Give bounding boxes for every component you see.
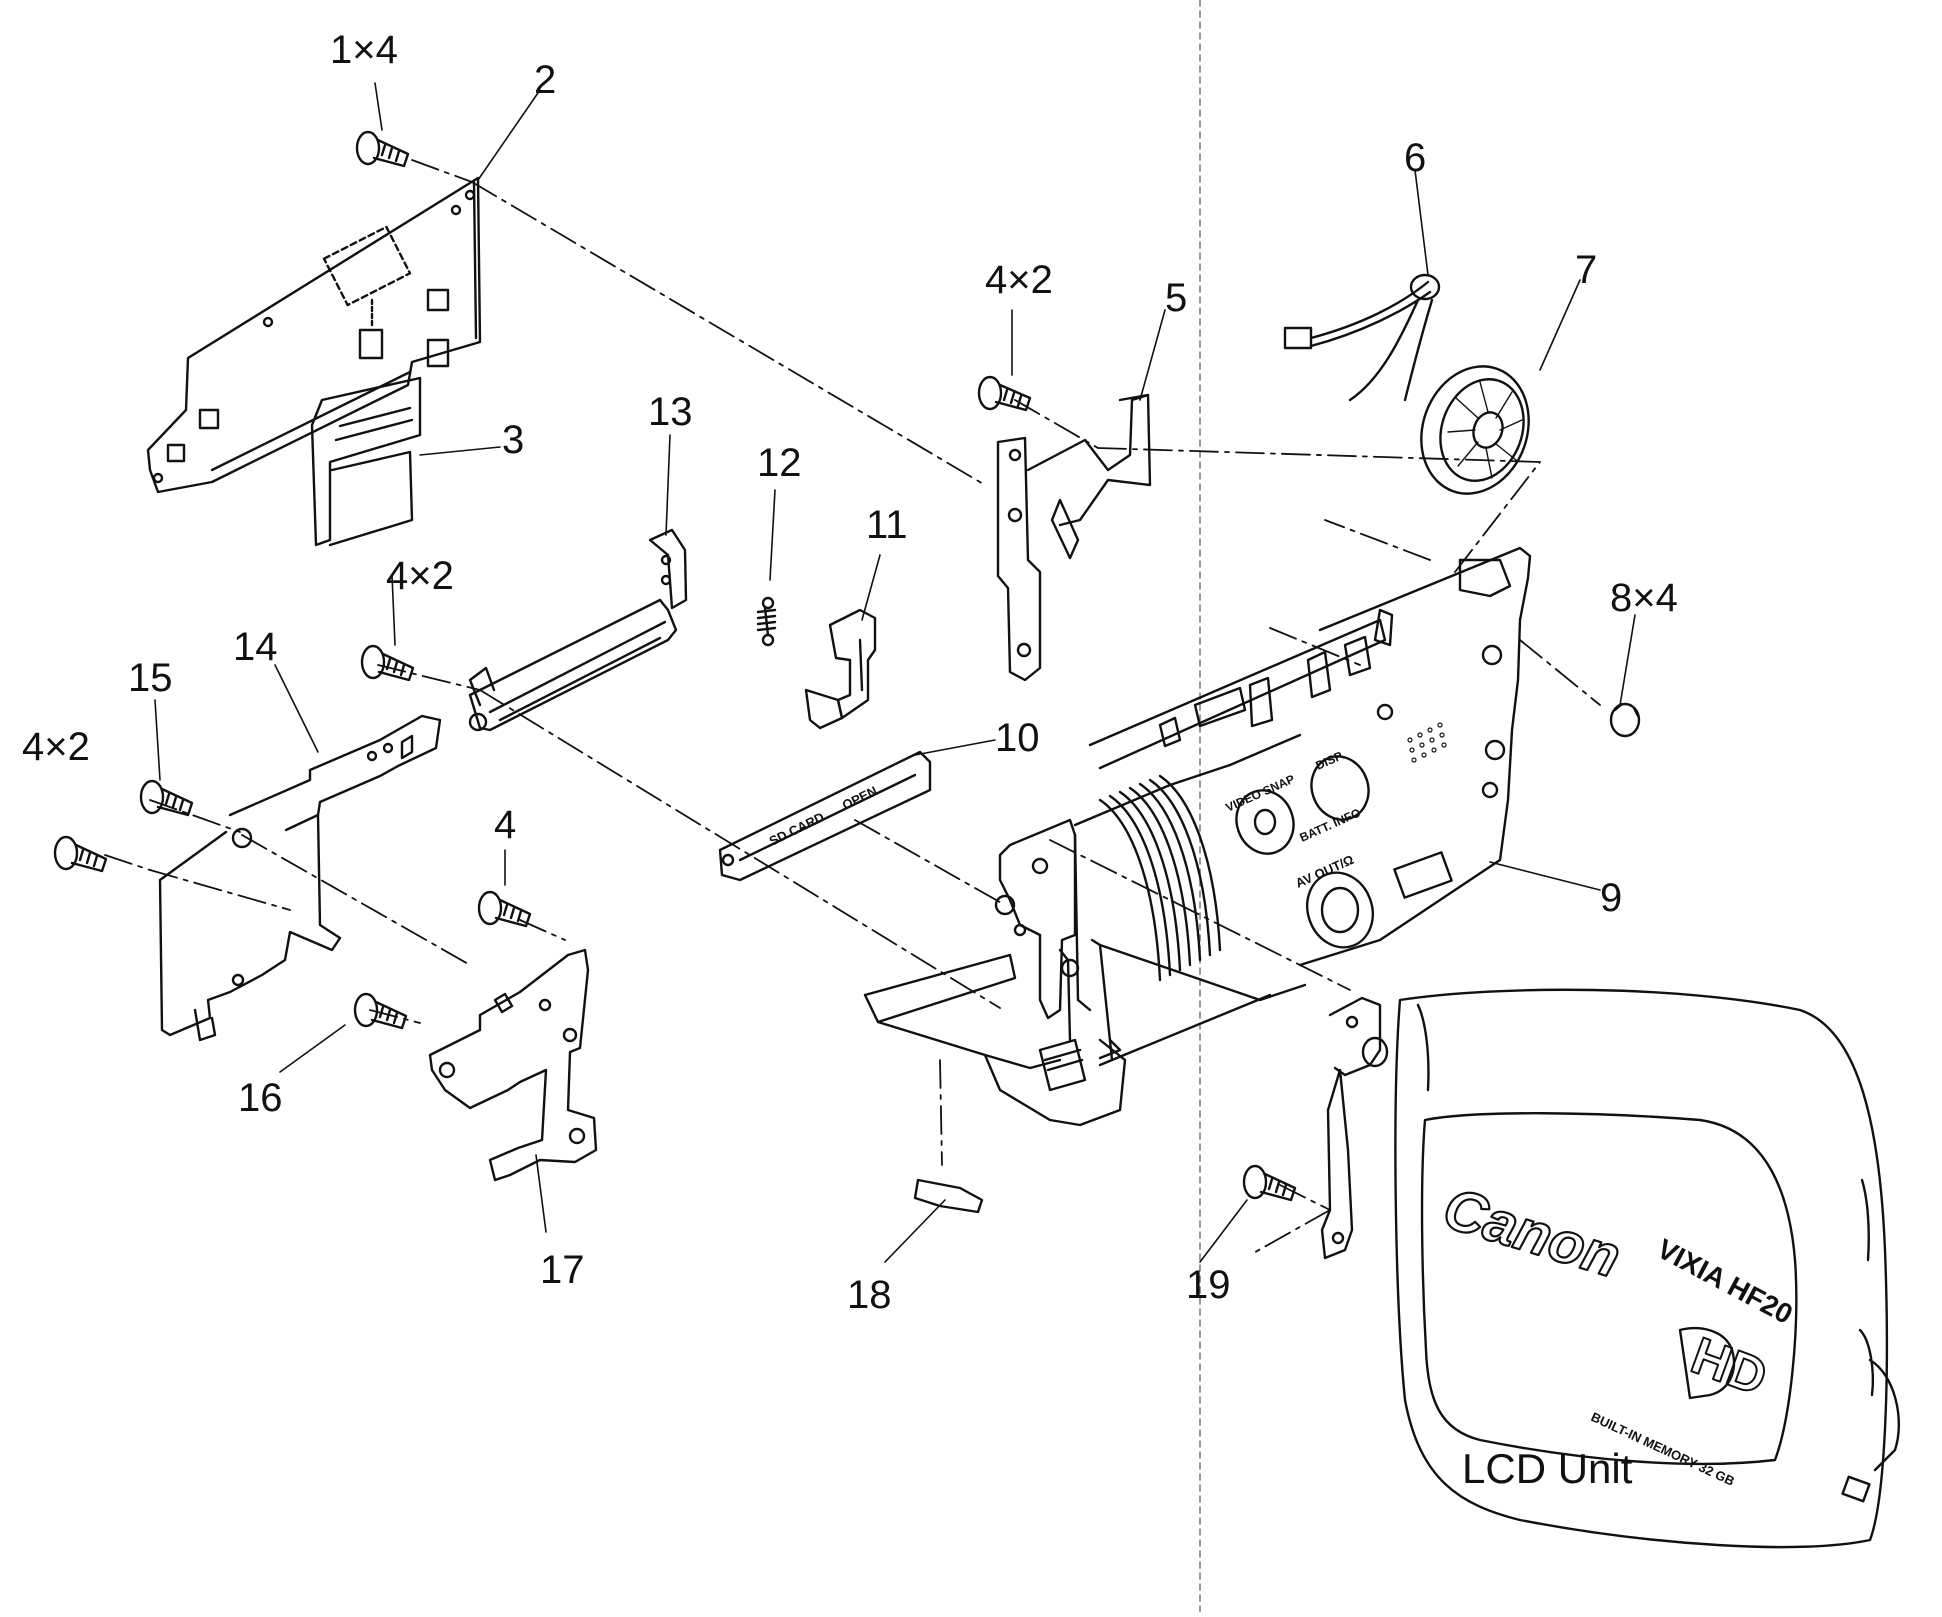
callout-4-left: 4×2 — [22, 725, 90, 769]
screw-19 — [1242, 1164, 1297, 1202]
card-slot-13 — [468, 528, 688, 732]
lcd-panel — [1394, 988, 1901, 1549]
screw-4-left — [53, 835, 108, 873]
latch-11 — [804, 608, 877, 730]
callout-1: 1×4 — [330, 28, 398, 72]
hd-imprint: HD — [1684, 1327, 1774, 1407]
screw-4-lower — [477, 890, 532, 928]
main-frame-9 — [863, 546, 1532, 1127]
callout-17: 17 — [540, 1248, 585, 1292]
video-snap-imprint: VIDEO SNAP — [1224, 772, 1297, 815]
callout-15: 15 — [128, 656, 173, 700]
bracket-17 — [428, 948, 598, 1182]
canon-logo-imprint: Canon — [1436, 1175, 1628, 1290]
callout-6: 6 — [1404, 136, 1427, 180]
assembly-guide-lines — [104, 159, 1601, 1256]
part-imprints: Canon VIXIA HF20 HD BUILT-IN MEMORY 32 G… — [767, 748, 1798, 1489]
circuit-board-2 — [146, 176, 482, 494]
callout-leaders — [154, 82, 1636, 1263]
screw-16 — [353, 992, 408, 1030]
batt-info-imprint: BATT. INFO — [1298, 805, 1363, 844]
callout-18: 18 — [847, 1273, 892, 1317]
bracket-5 — [996, 393, 1152, 682]
callout-8: 8×4 — [1610, 576, 1678, 620]
cap-8 — [1609, 702, 1641, 738]
screw-4-mid — [360, 644, 415, 682]
speaker-cable-6 — [1283, 273, 1441, 402]
callout-4-top: 4×2 — [985, 258, 1053, 302]
callout-4-lower: 4 — [494, 803, 517, 847]
callout-11: 11 — [866, 503, 908, 547]
callout-5: 5 — [1165, 276, 1188, 320]
flex-cable-3 — [310, 376, 422, 547]
callout-16: 16 — [238, 1076, 283, 1120]
callout-2: 2 — [534, 58, 557, 102]
screw-15 — [139, 779, 194, 817]
callout-12: 12 — [757, 441, 802, 485]
lcd-hinge — [1320, 996, 1389, 1260]
callout-7: 7 — [1575, 248, 1598, 292]
model-imprint: VIXIA HF20 — [1652, 1233, 1798, 1330]
sheet-18 — [913, 1178, 984, 1214]
callout-3: 3 — [502, 418, 525, 462]
callout-19: 19 — [1186, 1263, 1231, 1307]
callout-13: 13 — [648, 390, 693, 434]
screw-1 — [355, 130, 410, 168]
sd-cover-10 — [718, 750, 932, 882]
callout-10: 10 — [995, 716, 1040, 760]
callout-14: 14 — [233, 625, 278, 669]
callout-4-mid: 4×2 — [386, 554, 454, 598]
callout-9: 9 — [1600, 876, 1623, 920]
av-out-imprint: AV OUT/Ω — [1293, 852, 1356, 891]
disp-imprint: DISP. — [1314, 748, 1347, 773]
lcd-unit-label: LCD Unit — [1462, 1445, 1633, 1492]
screw-4-top — [977, 375, 1032, 412]
spring-12 — [756, 596, 777, 647]
speaker-7 — [1420, 365, 1530, 495]
bracket-14 — [158, 714, 442, 1042]
